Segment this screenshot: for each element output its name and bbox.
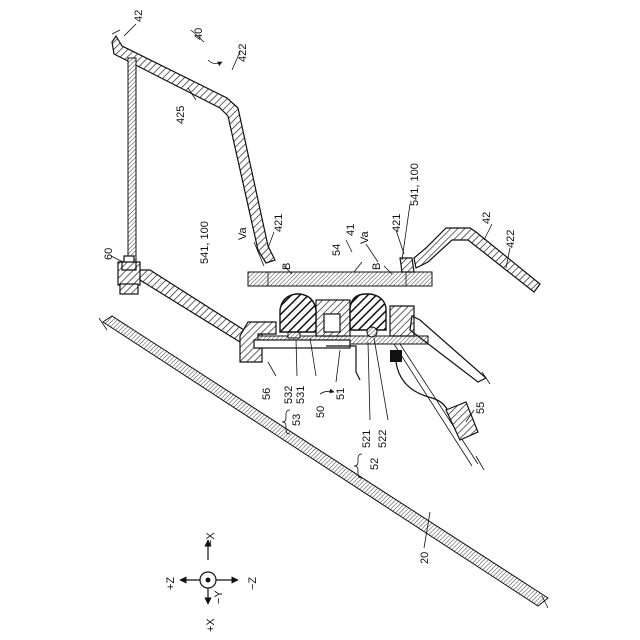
axis-label-plus-z: +Z	[165, 577, 177, 590]
label-52: 52	[369, 458, 381, 470]
label-42-top: 42	[133, 10, 145, 22]
label-51: 51	[335, 388, 347, 400]
axis-label-minus-y: −Y	[213, 590, 225, 604]
label-522: 522	[377, 430, 389, 448]
label-50: 50	[315, 406, 327, 418]
label-54: 54	[331, 244, 343, 256]
label-va-left: Va	[237, 226, 249, 240]
lens-53	[280, 294, 316, 332]
label-422-right: 422	[505, 230, 517, 248]
housing-base-left	[118, 256, 262, 342]
lens-52	[350, 294, 386, 337]
label-53: 53	[291, 414, 303, 426]
vertical-rod	[128, 58, 136, 268]
label-55: 55	[475, 402, 487, 414]
axis-label-minus-x: −X	[205, 532, 217, 546]
label-532: 532	[283, 386, 295, 404]
label-541-100-right: 541, 100	[409, 163, 421, 206]
label-56: 56	[261, 388, 273, 400]
coordinate-axes: −X +X +Z −Z −Y	[165, 532, 259, 632]
label-b-left: B	[281, 263, 293, 270]
label-va-right: Va	[359, 230, 371, 244]
label-41: 41	[345, 224, 357, 236]
windshield-20	[99, 316, 548, 608]
label-421-right: 421	[391, 214, 403, 232]
label-531: 531	[295, 386, 307, 404]
axis-label-plus-x: +X	[205, 618, 217, 632]
label-422-top: 422	[237, 44, 249, 62]
label-541-100-left: 541, 100	[199, 221, 211, 264]
label-40: 40	[193, 28, 205, 40]
label-20: 20	[419, 552, 431, 564]
cover-plate-54	[248, 272, 432, 286]
label-425: 425	[175, 106, 187, 124]
label-421-left: 421	[273, 214, 285, 232]
fastener-60	[122, 262, 136, 270]
label-60: 60	[103, 248, 115, 260]
label-42-right: 42	[481, 212, 493, 224]
label-b-right: B	[371, 263, 383, 270]
connector-55	[390, 350, 478, 440]
label-521: 521	[361, 430, 373, 448]
right-block	[390, 306, 490, 470]
axis-label-minus-z: −Z	[247, 577, 259, 590]
